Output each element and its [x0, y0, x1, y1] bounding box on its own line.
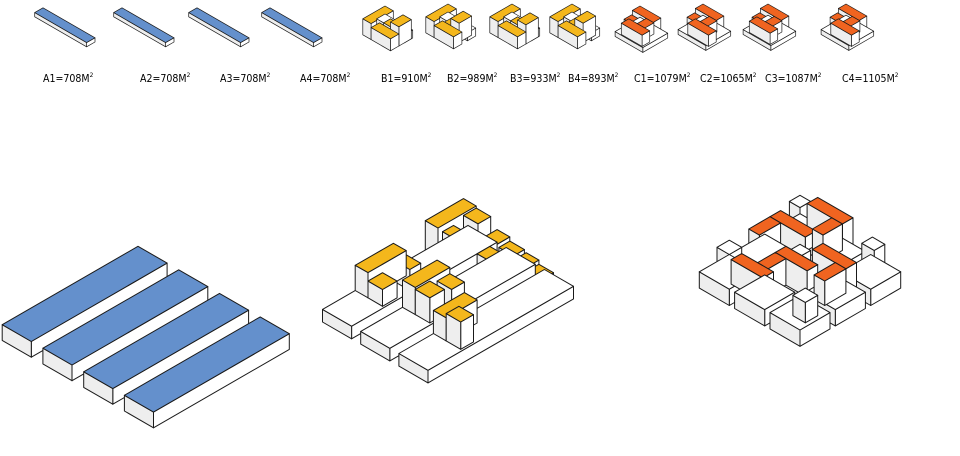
mass-box — [557, 20, 587, 50]
thumbnail-a2 — [113, 7, 175, 48]
mass-box — [813, 262, 847, 306]
mass-box — [83, 292, 250, 405]
area-label-a4: A4=708M2 — [300, 71, 351, 85]
area-label-a1: A1=708M2 — [43, 71, 94, 85]
mass-box — [497, 20, 527, 50]
mass-box — [433, 20, 463, 50]
mass-box — [620, 18, 651, 47]
mass-box — [398, 269, 574, 384]
thumbnail-a4 — [261, 7, 323, 48]
mass-box — [414, 280, 445, 324]
area-label-c2: C2=1065M2 — [700, 71, 757, 85]
thumbnail-c2 — [677, 3, 732, 51]
combined-massing-c — [698, 194, 902, 347]
combined-massing-b — [322, 198, 574, 384]
mass-box — [1, 245, 168, 358]
mass-box — [188, 7, 250, 48]
mass-box — [748, 16, 779, 45]
thumbnail-b1 — [362, 5, 414, 52]
thumbnail-b2 — [425, 3, 477, 50]
thumbnail-a1 — [34, 7, 96, 48]
area-label-b4: B4=893M2 — [568, 71, 619, 85]
mass-box — [123, 316, 290, 429]
mass-box — [445, 305, 474, 350]
mass-box — [370, 22, 400, 52]
area-label-a2: A2=708M2 — [140, 71, 191, 85]
mass-box — [113, 7, 175, 48]
area-label-b2: B2=989M2 — [447, 71, 498, 85]
area-label-b1: B1=910M2 — [381, 71, 432, 85]
thumbnail-a3 — [188, 7, 250, 48]
thumbnail-b3 — [489, 3, 541, 50]
mass-box — [34, 7, 96, 48]
area-label-c1: C1=1079M2 — [634, 71, 691, 85]
area-label-c4: C4=1105M2 — [842, 71, 899, 85]
area-label-c3: C3=1087M2 — [765, 71, 822, 85]
mass-box — [687, 18, 717, 47]
area-label-a3: A3=708M2 — [220, 71, 271, 85]
mass-box — [367, 272, 398, 307]
unit-thumbnails — [34, 3, 875, 53]
combined-massing-a — [1, 245, 290, 429]
thumbnail-c1 — [614, 5, 669, 53]
area-label-b3: B3=933M2 — [510, 71, 561, 85]
mass-box — [792, 287, 819, 324]
mass-box — [830, 18, 860, 47]
thumbnail-b4 — [549, 3, 601, 50]
mass-box — [42, 269, 209, 382]
mass-box — [261, 7, 323, 48]
area-labels: A1=708M2 A2=708M2 A3=708M2 A4=708M2 B1=910M2… — [43, 71, 899, 85]
thumbnail-c3 — [742, 3, 797, 51]
thumbnail-c4 — [820, 3, 875, 51]
